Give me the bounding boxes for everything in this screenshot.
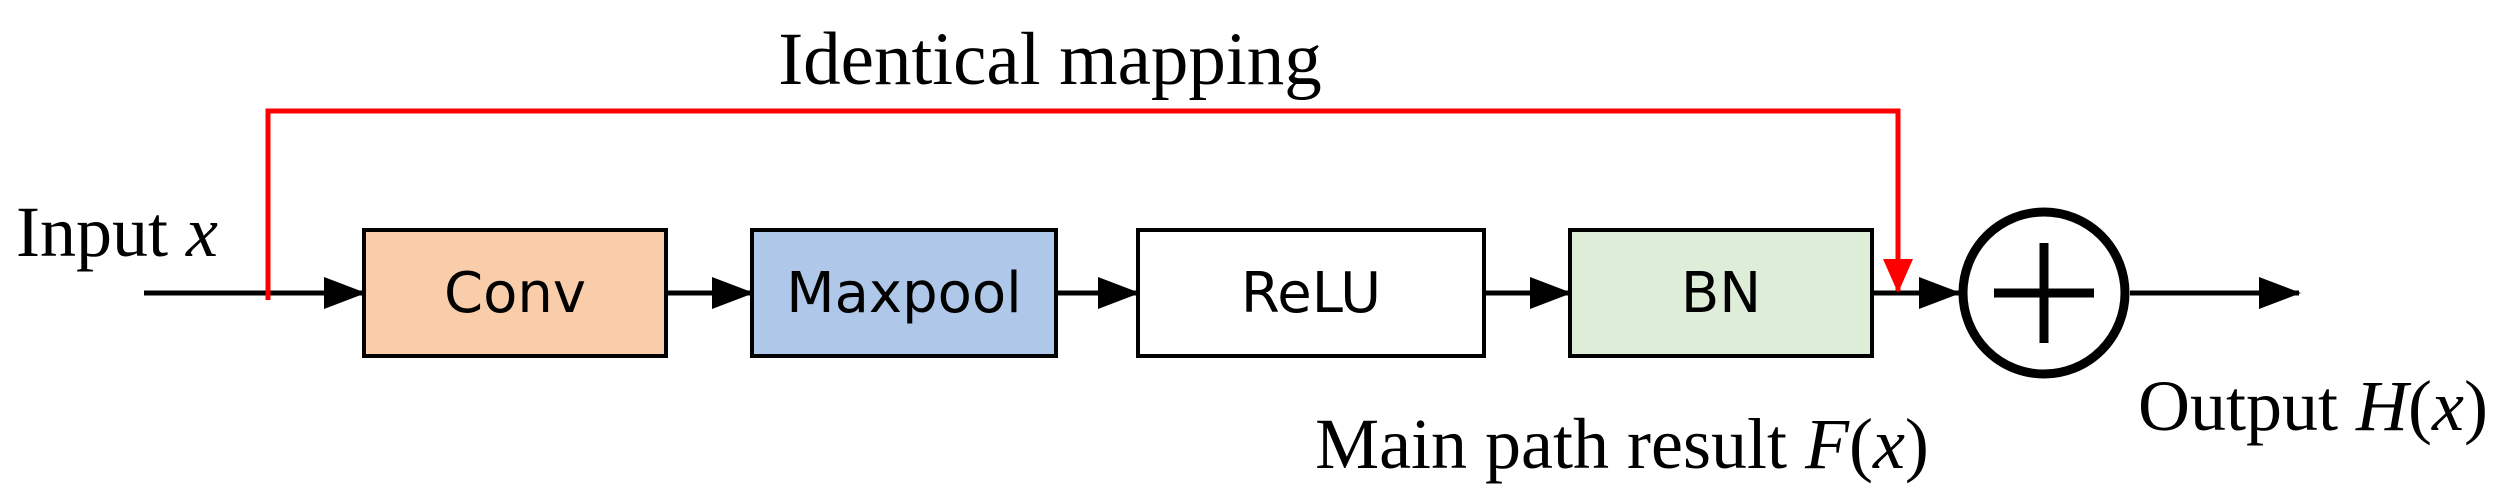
identical-mapping-label: Identical mapping <box>778 18 1322 101</box>
main-path-result-label: Main path result F(x) <box>1315 404 1929 484</box>
block-maxpool-label: Maxpool <box>786 261 1021 326</box>
block-relu-label: ReLU <box>1241 261 1381 326</box>
block-relu: ReLU <box>1136 228 1486 358</box>
block-bn: BN <box>1568 228 1874 358</box>
block-bn-label: BN <box>1681 261 1761 326</box>
input-label: Input x <box>16 192 218 272</box>
sum-node <box>1958 207 2130 379</box>
block-bn-rect <box>1568 228 1874 358</box>
skip-connection-line <box>265 108 1913 300</box>
output-label: Output H(x) <box>2138 366 2488 446</box>
block-maxpool: Maxpool <box>750 228 1058 358</box>
block-relu-rect <box>1136 228 1486 358</box>
plus-icon <box>1994 243 2094 343</box>
block-conv-label: Conv <box>444 261 586 326</box>
block-conv: Conv <box>362 228 668 358</box>
block-conv-rect <box>362 228 668 358</box>
block-maxpool-rect <box>750 228 1058 358</box>
